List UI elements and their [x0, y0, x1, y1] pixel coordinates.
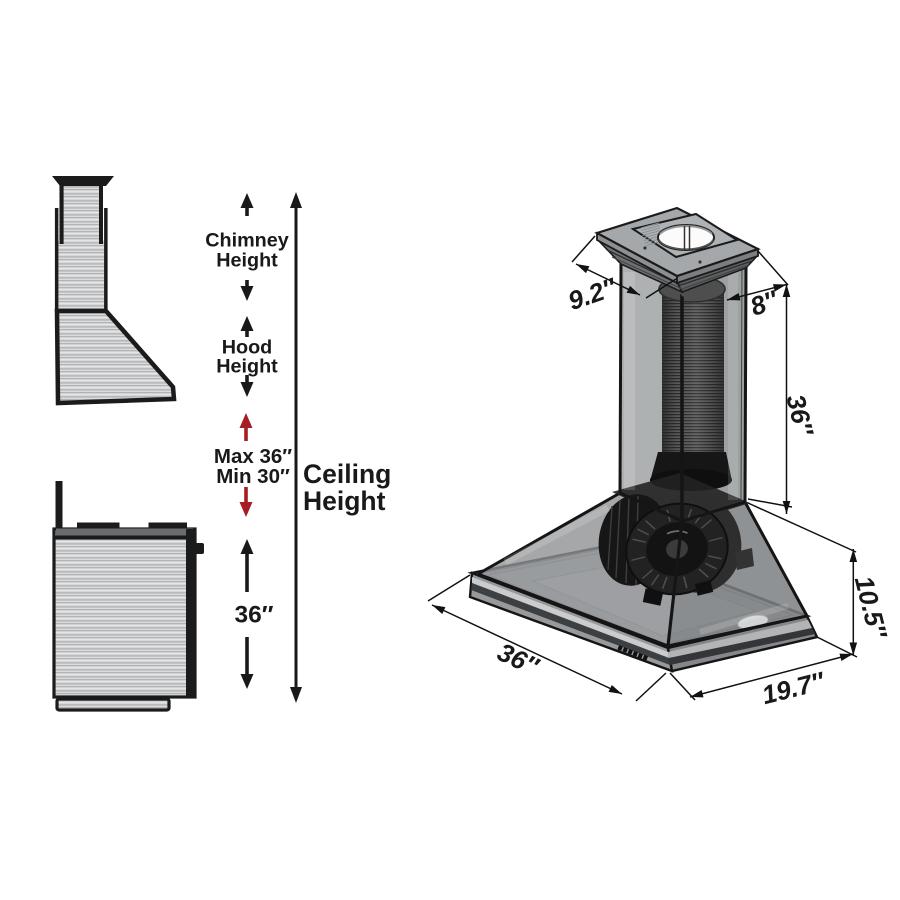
svg-text:Height: Height	[303, 486, 386, 516]
svg-text:Height: Height	[216, 356, 278, 378]
svg-text:36″: 36″	[235, 602, 274, 629]
svg-text:Height: Height	[216, 250, 278, 272]
svg-text:Min 30″: Min 30″	[216, 465, 290, 488]
svg-text:Hood: Hood	[222, 337, 273, 359]
svg-text:Max 36″: Max 36″	[214, 445, 292, 468]
svg-text:Ceiling: Ceiling	[303, 459, 391, 489]
svg-text:Chimney: Chimney	[205, 230, 289, 252]
